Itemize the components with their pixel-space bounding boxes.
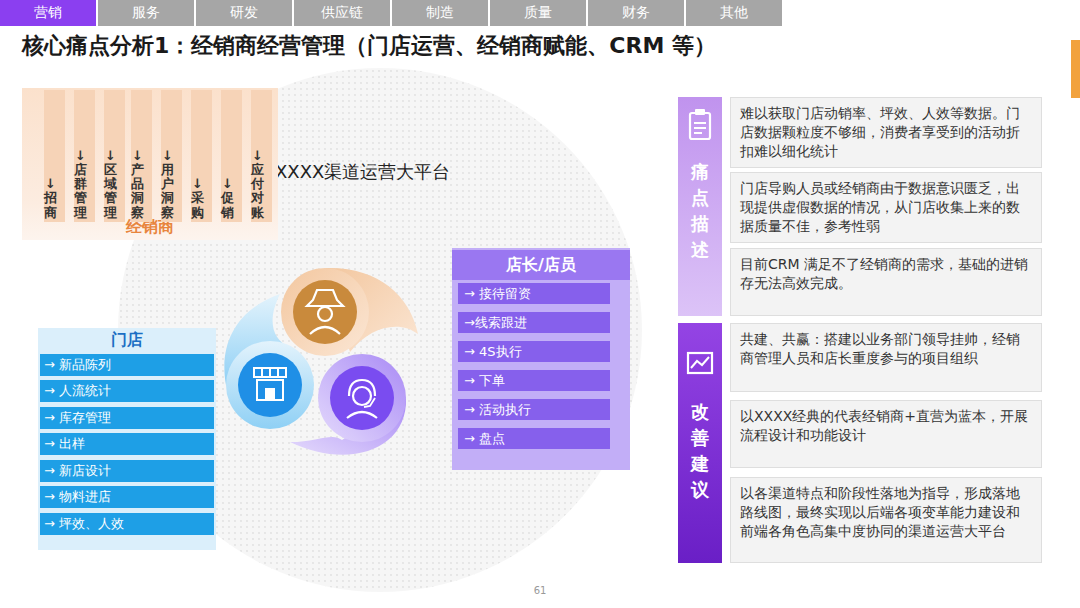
function-column-text: ↓招商 bbox=[44, 177, 57, 220]
nav-tab: 营销 bbox=[0, 0, 96, 26]
dealer-panel: 经销商↓招商↓店群管理↓区域管理↓产品洞察↓用户洞察↓采购↓促销↓应付对账 bbox=[22, 88, 278, 240]
staff-item: → 盘点 bbox=[458, 428, 610, 449]
store-item-text: → 坪效、人效 bbox=[44, 515, 124, 533]
nav-tab: 质量 bbox=[490, 0, 586, 26]
nav-tab: 财务 bbox=[588, 0, 684, 26]
suggestion-box: 以各渠道特点和阶段性落地为指导，形成落地路线图，最终实现以后端各项变革能力建设和… bbox=[730, 477, 1042, 563]
chart-icon bbox=[678, 323, 722, 393]
function-column: ↓应付对账 bbox=[251, 90, 272, 222]
nav-tab-text: 其他 bbox=[720, 4, 748, 22]
function-column: ↓招商 bbox=[44, 90, 65, 222]
pain-tab: 痛点描述 bbox=[678, 97, 722, 316]
pain-box-text: 难以获取门店动销率、坪效、人效等数据。门店数据颗粒度不够细，消费者享受到的活动折… bbox=[740, 104, 1032, 161]
store-item: → 物料进店 bbox=[40, 486, 214, 508]
staff-item-text: → 下单 bbox=[464, 372, 505, 390]
function-column-text: ↓用户洞察 bbox=[161, 149, 174, 220]
suggestion-box: 共建、共赢：搭建以业务部门领导挂帅，经销商管理人员和店长重度参与的项目组织 bbox=[730, 323, 1042, 392]
page-number: 61 bbox=[530, 585, 550, 596]
store-item: → 库存管理 bbox=[40, 407, 214, 429]
staff-item-text: → 盘点 bbox=[464, 430, 505, 448]
pain-box: 难以获取门店动销率、坪效、人效等数据。门店数据颗粒度不够细，消费者享受到的活动折… bbox=[730, 97, 1042, 168]
suggestion-box: 以XXXX经典的代表经销商+直营为蓝本，开展流程设计和功能设计 bbox=[730, 400, 1042, 468]
function-column: ↓区域管理 bbox=[104, 90, 125, 222]
suggestion-box-text: 以各渠道特点和阶段性落地为指导，形成落地路线图，最终实现以后端各项变革能力建设和… bbox=[740, 484, 1032, 541]
store-item: → 新品陈列 bbox=[40, 354, 214, 376]
function-column: ↓用户洞察 bbox=[161, 90, 182, 222]
edge-accent-bar bbox=[1071, 40, 1080, 98]
store-item-text: → 新品陈列 bbox=[44, 356, 111, 374]
staff-item: →线索跟进 bbox=[458, 312, 610, 333]
function-column-text: ↓采购 bbox=[191, 177, 204, 220]
platform-circle-text: XXXX渠道运营大平台 bbox=[275, 160, 450, 184]
suggestion-tab: 改善建议 bbox=[678, 323, 722, 563]
store-panel: 门店 → 新品陈列 → 人流统计 → 库存管理 → 出样 → 新店设计 → 物料进店 → 坪效… bbox=[38, 328, 216, 550]
function-column: ↓产品洞察 bbox=[131, 90, 152, 222]
staff-item: → 接待留资 bbox=[458, 283, 610, 304]
store-item: → 人流统计 bbox=[40, 380, 214, 402]
pain-tab-text: 痛点描述 bbox=[691, 159, 709, 263]
store-item-text: → 人流统计 bbox=[44, 382, 111, 400]
suggestion-box-text: 共建、共赢：搭建以业务部门领导挂帅，经销商管理人员和店长重度参与的项目组织 bbox=[740, 330, 1032, 368]
staff-item-text: →线索跟进 bbox=[464, 314, 527, 332]
staff-item: → 下单 bbox=[458, 370, 610, 391]
function-column: ↓促销 bbox=[221, 90, 242, 222]
staff-item-text: → 接待留资 bbox=[464, 285, 531, 303]
store-item: → 坪效、人效 bbox=[40, 513, 214, 535]
store-item: → 出样 bbox=[40, 433, 214, 455]
store-item-text: → 物料进店 bbox=[44, 488, 111, 506]
store-panel-text: 门店 bbox=[38, 328, 216, 351]
store-item-text: → 库存管理 bbox=[44, 409, 111, 427]
function-column-text: ↓促销 bbox=[221, 177, 234, 220]
store-item-text: → 出样 bbox=[44, 435, 85, 453]
suggestion-tab-text: 改善建议 bbox=[691, 399, 709, 503]
nav-tab-text: 质量 bbox=[524, 4, 552, 22]
store-item-text: → 新店设计 bbox=[44, 462, 111, 480]
nav-tab: 其他 bbox=[686, 0, 782, 26]
function-column-text: ↓应付对账 bbox=[251, 149, 264, 220]
nav-tab-text: 供应链 bbox=[321, 4, 363, 22]
nav-tab: 制造 bbox=[392, 0, 488, 26]
staff-item: → 活动执行 bbox=[458, 399, 610, 420]
nav-tab-text: 制造 bbox=[426, 4, 454, 22]
nav-tab-text: 服务 bbox=[132, 4, 160, 22]
function-column-text: ↓店群管理 bbox=[74, 149, 87, 220]
function-column: ↓采购 bbox=[191, 90, 212, 222]
staff-item-text: → 活动执行 bbox=[464, 401, 531, 419]
pain-box-text: 门店导购人员或经销商由于数据意识匮乏，出现提供虚假数据的情况，从门店收集上来的数… bbox=[740, 179, 1032, 236]
nav-tab: 研发 bbox=[196, 0, 292, 26]
staff-item-text: → 4S执行 bbox=[464, 343, 522, 361]
nav-tab-text: 研发 bbox=[230, 4, 258, 22]
staff-panel-text: 店长/店员 bbox=[452, 250, 630, 280]
staff-panel: 店长/店员 → 接待留资 →线索跟进 → 4S执行 → 下单 → 活动执行 → 盘点 bbox=[452, 248, 630, 470]
nav-tab-text: 营销 bbox=[34, 4, 62, 22]
function-column-text: ↓产品洞察 bbox=[131, 149, 144, 220]
pain-box: 门店导购人员或经销商由于数据意识匮乏，出现提供虚假数据的情况，从门店收集上来的数… bbox=[730, 172, 1042, 243]
staff-item: → 4S执行 bbox=[458, 341, 610, 362]
store-item: → 新店设计 bbox=[40, 460, 214, 482]
nav-tab: 供应链 bbox=[294, 0, 390, 26]
suggestion-box-text: 以XXXX经典的代表经销商+直营为蓝本，开展流程设计和功能设计 bbox=[740, 407, 1032, 445]
slide-title: 核心痛点分析1：经销商经营管理（门店运营、经销商赋能、CRM 等） bbox=[22, 31, 716, 61]
nav-tab: 服务 bbox=[98, 0, 194, 26]
pain-box: 目前CRM 满足不了经销商的需求，基础的进销存无法高效完成。 bbox=[730, 248, 1042, 316]
function-column: ↓店群管理 bbox=[74, 90, 95, 222]
function-column-text: ↓区域管理 bbox=[104, 149, 117, 220]
clipboard-icon bbox=[678, 97, 722, 157]
pain-box-text: 目前CRM 满足不了经销商的需求，基础的进销存无法高效完成。 bbox=[740, 255, 1032, 293]
nav-tab-text: 财务 bbox=[622, 4, 650, 22]
